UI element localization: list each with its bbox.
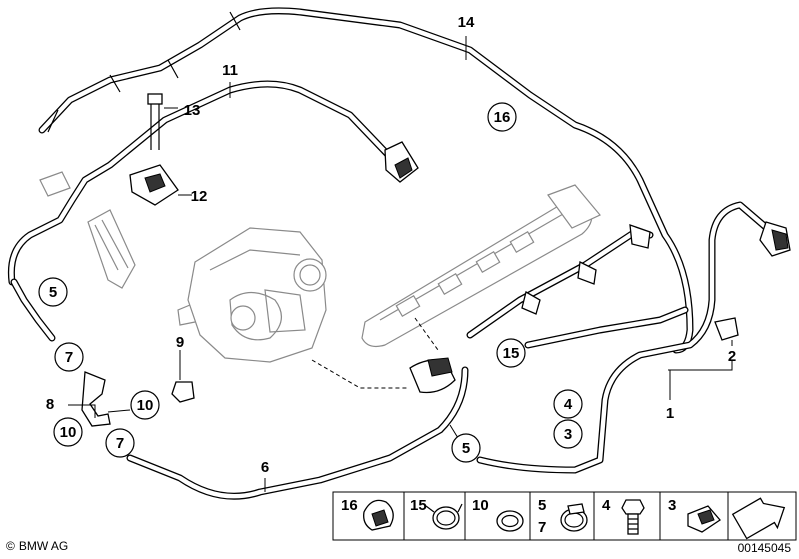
callout-label: 15 [503, 345, 520, 362]
legend-label-secondary: 7 [538, 519, 546, 536]
callout-label: 3 [564, 426, 572, 443]
legend-cell-4: 4 [602, 497, 645, 535]
legend-label: 4 [602, 497, 611, 514]
legend-cell-15: 15 [410, 497, 463, 530]
high-pressure-pump [177, 227, 327, 363]
legend-label: 15 [410, 497, 427, 514]
legend-label: 3 [668, 497, 676, 514]
holder-12 [129, 164, 179, 206]
arrow-down-right-icon [731, 497, 786, 540]
fuel-rail [361, 184, 601, 348]
callout-circle [53, 417, 83, 447]
leak-oil-line-15[interactable] [466, 224, 689, 349]
callout: 6 [261, 459, 269, 476]
callout: 2 [728, 348, 736, 365]
callout-circle [487, 102, 517, 132]
brand-footer: © BMW AG [6, 539, 68, 553]
callout-label: 7 [116, 435, 124, 452]
parts-legend: 16 15 10 5 7 [332, 491, 797, 541]
callout-label: 7 [65, 349, 73, 366]
legend-cell-3: 3 [668, 497, 721, 533]
callout: 9 [176, 334, 184, 351]
callout: 14 [458, 14, 475, 31]
callout-label: 10 [60, 424, 77, 441]
circled-callout: 5 [38, 277, 68, 307]
hose-clamp-icon [560, 503, 588, 532]
callout-label: 5 [462, 440, 470, 457]
callout: 11 [222, 62, 238, 79]
circled-callout: 7 [105, 428, 135, 458]
callout-label: 6 [261, 459, 269, 476]
circled-callout: 5 [451, 433, 481, 463]
callout: 12 [191, 188, 208, 205]
injector [39, 171, 136, 289]
legend-label: 5 [538, 497, 546, 514]
legend-cell-16: 16 [341, 497, 394, 531]
callout-circle [130, 390, 160, 420]
fitting-7-left [81, 371, 111, 427]
callout-label: 12 [191, 188, 208, 205]
callout: 1 [666, 405, 674, 422]
feed-line-1[interactable] [476, 201, 791, 474]
callout-label: 2 [728, 348, 736, 365]
document-number: 00145045 [737, 541, 791, 555]
callout-label: 1 [666, 405, 674, 422]
legend-label: 16 [341, 497, 358, 514]
legend-cell-5-7: 5 7 [538, 497, 588, 536]
callout-circle [38, 277, 68, 307]
callout-circle [54, 342, 84, 372]
callout: 13 [184, 102, 201, 119]
fuel-return-line-6[interactable] [126, 357, 469, 500]
legend-label: 10 [472, 497, 489, 514]
callout-circle [553, 389, 583, 419]
holder-clip-icon [687, 505, 721, 533]
copyright-symbol: © [6, 539, 15, 553]
circled-callout: 16 [487, 102, 517, 132]
circled-callout: 15 [496, 338, 526, 368]
brand-name: BMW AG [18, 539, 69, 553]
callout-label: 5 [49, 284, 57, 301]
callout-label: 16 [494, 109, 511, 126]
sensor-2 [714, 317, 739, 341]
callout-label: 9 [176, 334, 184, 351]
callout: 8 [46, 396, 54, 413]
circled-callout: 3 [553, 419, 583, 449]
callout-label: 13 [184, 102, 201, 119]
leak-oil-line-14[interactable] [38, 7, 694, 354]
callout-label: 10 [137, 397, 154, 414]
spring-band-clamp-icon [425, 503, 463, 530]
plug-9 [171, 381, 195, 403]
legend-cell-10: 10 [472, 497, 524, 532]
callout-label: 14 [458, 14, 475, 31]
hollow-bolt-icon [621, 499, 645, 535]
hose-line-5-left[interactable] [10, 278, 56, 342]
circled-callout: 10 [130, 390, 160, 420]
hose-clamp-clip-icon [363, 499, 394, 531]
callout-circle [451, 433, 481, 463]
callout-circle [105, 428, 135, 458]
circled-callout: 7 [54, 342, 84, 372]
callout-label: 8 [46, 396, 54, 413]
leak-oil-line-11[interactable] [7, 80, 419, 286]
circled-callout: 10 [53, 417, 83, 447]
callout-label: 11 [222, 62, 238, 79]
callout-label: 4 [564, 396, 573, 413]
callout-circle [553, 419, 583, 449]
callout-circle [496, 338, 526, 368]
bolt-13 [147, 93, 163, 150]
circled-callout: 4 [553, 389, 583, 419]
sealing-ring-icon [496, 510, 524, 532]
